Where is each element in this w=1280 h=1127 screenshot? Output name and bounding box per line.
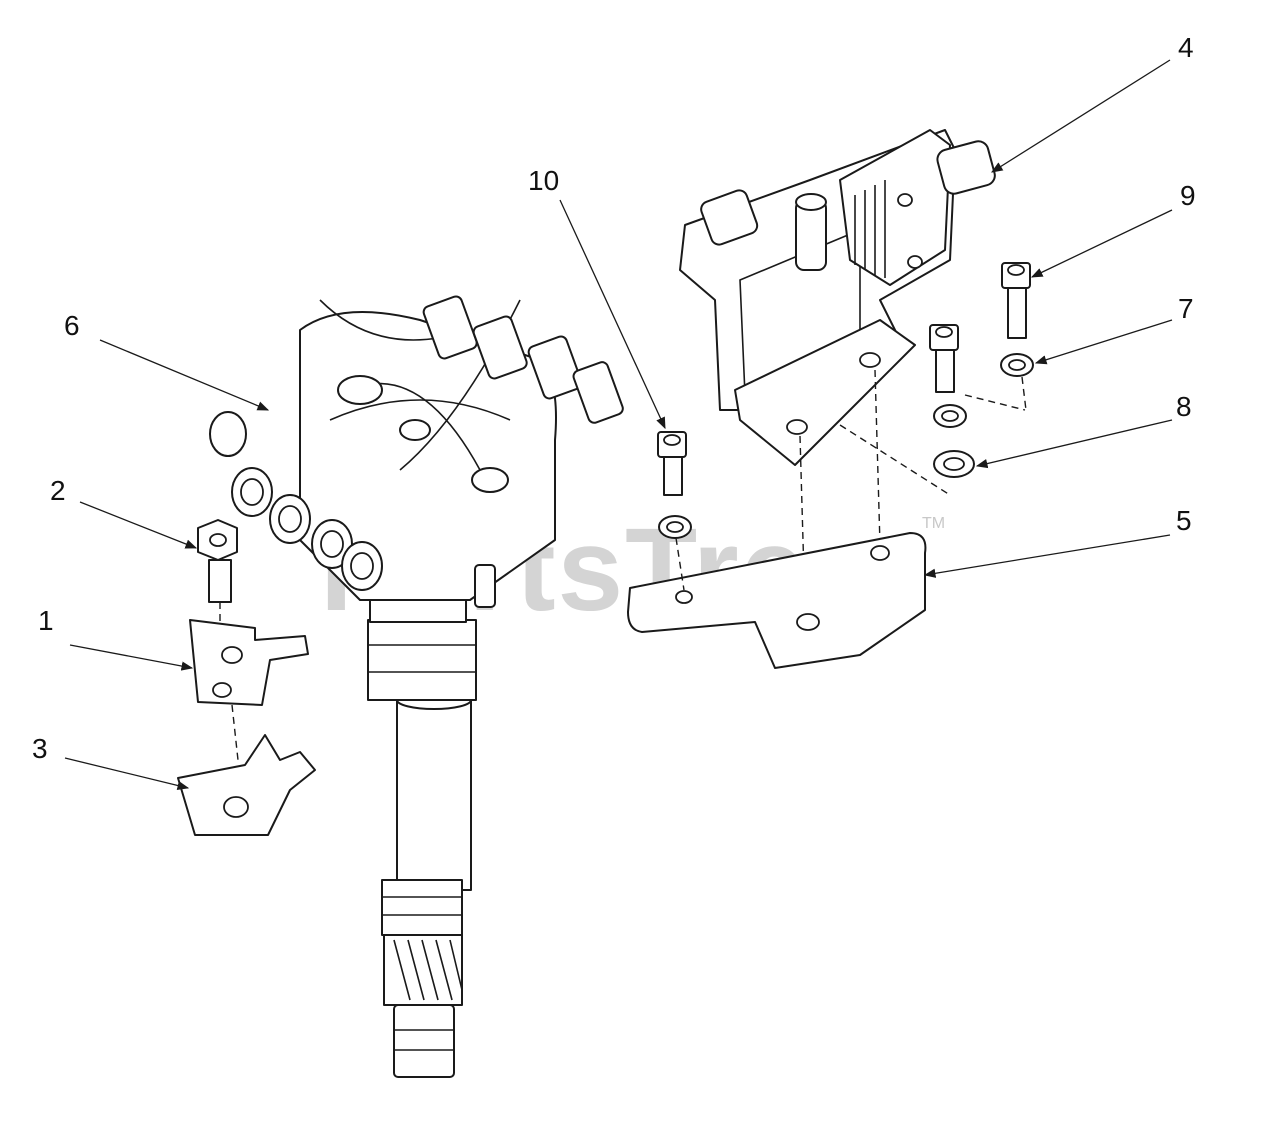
- callout-8: 8: [1176, 391, 1192, 422]
- ignition-coil-module: [679, 129, 996, 611]
- watermark-trademark: TM: [922, 515, 945, 532]
- leader-lines: [64, 59, 1173, 791]
- callout-10: 10: [528, 165, 559, 196]
- mounting-bracket: [177, 734, 316, 836]
- cap-screw-and-washer-left: [657, 431, 692, 591]
- callout-7: 7: [1178, 293, 1194, 324]
- shaft-tip: [393, 1004, 455, 1078]
- callout-3: 3: [32, 733, 48, 764]
- cap-screw-center: [839, 324, 1026, 496]
- callout-1: 1: [38, 605, 54, 636]
- callout-labels: 1 2 3 4 5 6 7 8 9 10: [32, 32, 1196, 764]
- distributor-assembly: [209, 295, 624, 1078]
- callout-5: 5: [1176, 505, 1192, 536]
- callout-4: 4: [1178, 32, 1194, 63]
- cap-screw-right: [1000, 262, 1034, 411]
- distributor-housing: [367, 619, 477, 701]
- callout-9: 9: [1180, 180, 1196, 211]
- hex-bolt: [197, 519, 238, 640]
- distributor-shaft: [396, 699, 472, 891]
- callout-6: 6: [64, 310, 80, 341]
- distributor-collar: [381, 879, 463, 936]
- hold-down-clamp: [189, 619, 309, 761]
- mounting-plate: [627, 532, 927, 669]
- callout-2: 2: [50, 475, 66, 506]
